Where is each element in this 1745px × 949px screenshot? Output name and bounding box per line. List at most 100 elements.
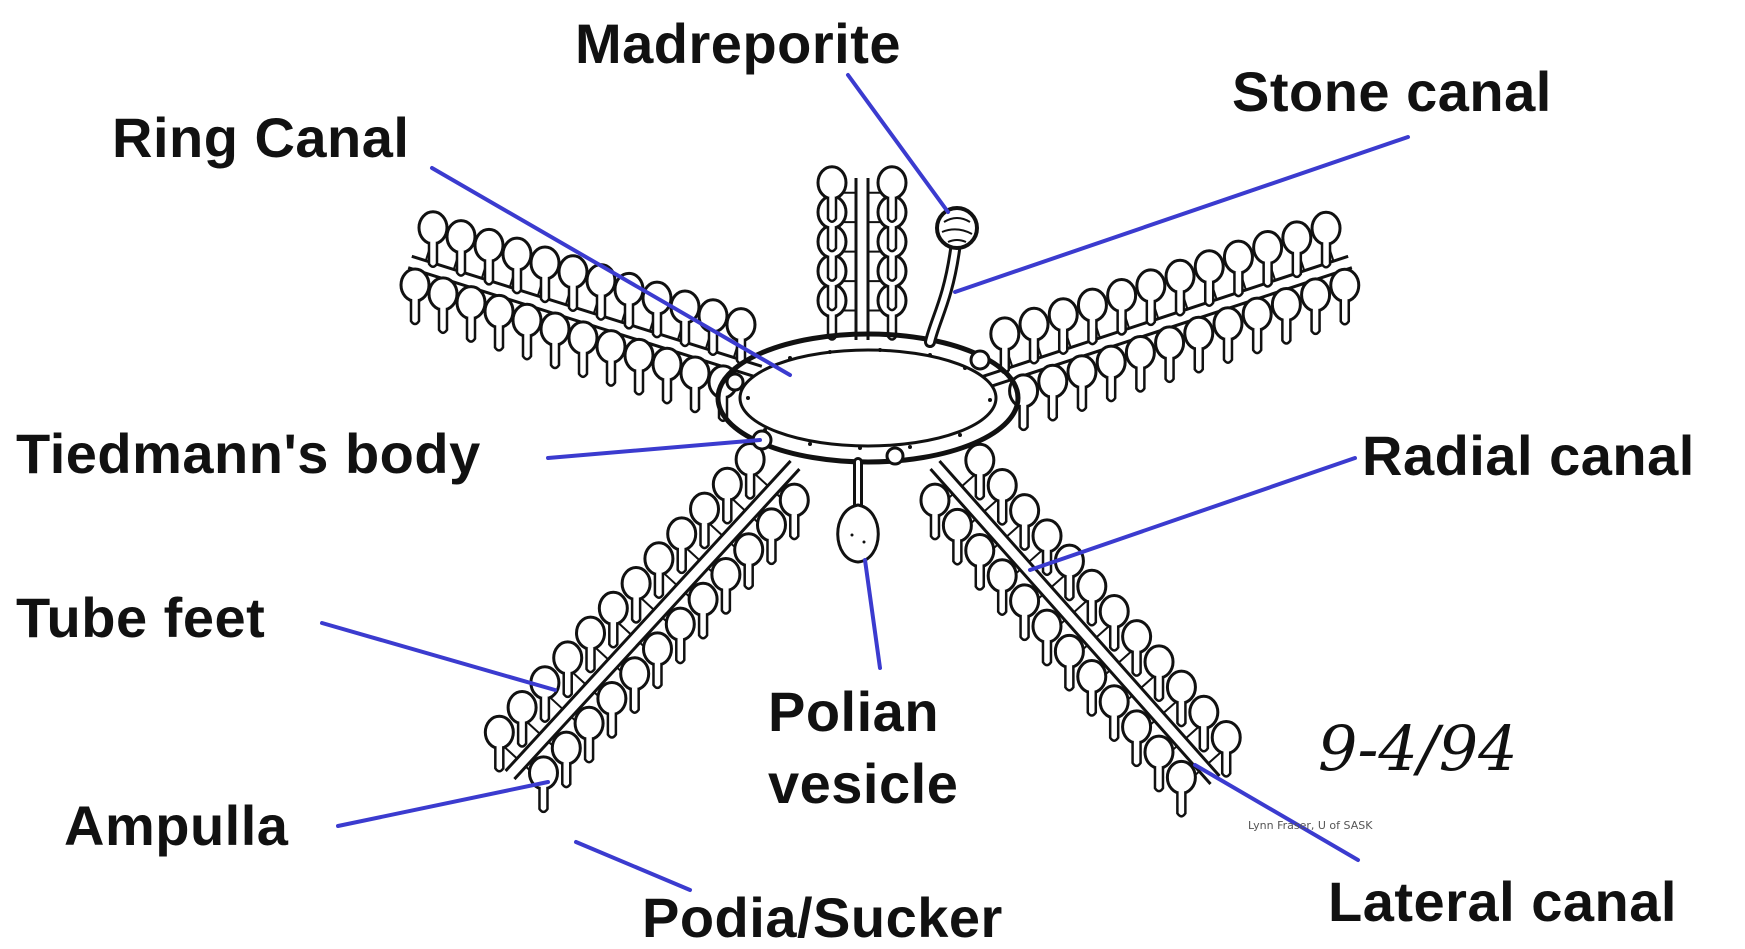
ampulla <box>625 339 653 371</box>
podium <box>1224 338 1232 363</box>
ampulla <box>1302 279 1330 311</box>
arm-upper-right <box>983 212 1359 430</box>
podium <box>676 638 684 663</box>
ampulla <box>622 567 650 599</box>
podium <box>635 369 643 394</box>
label-ring-canal: Ring Canal <box>112 110 409 166</box>
podium <box>828 285 836 310</box>
ampulla <box>966 444 994 476</box>
ampulla <box>1137 270 1165 302</box>
ampulla <box>1011 585 1039 617</box>
podium <box>1088 691 1096 716</box>
podium <box>699 613 707 638</box>
ampulla <box>713 468 741 500</box>
arm-lower-right <box>921 444 1240 816</box>
ampulla <box>577 617 605 649</box>
ampulla <box>1272 288 1300 320</box>
podium <box>1133 741 1141 766</box>
podium <box>631 688 639 713</box>
podium <box>790 514 798 539</box>
ampulla <box>988 469 1016 501</box>
ampulla <box>1055 635 1083 667</box>
ampulla <box>1212 721 1240 753</box>
ampulla <box>419 212 447 244</box>
podium <box>1200 726 1208 751</box>
podium <box>828 197 836 222</box>
podium <box>587 647 595 672</box>
ampulla <box>1167 761 1195 793</box>
ampulla <box>921 484 949 516</box>
podium <box>1043 640 1051 665</box>
ampulla <box>1100 595 1128 627</box>
ampulla <box>643 633 671 665</box>
podium <box>541 697 549 722</box>
podium <box>539 787 547 812</box>
podium <box>746 473 754 498</box>
podium <box>1205 281 1213 306</box>
podium <box>1155 766 1163 791</box>
podium <box>828 256 836 281</box>
label-polian-vesicle-line1: Polian <box>768 684 939 740</box>
ampulla <box>569 322 597 354</box>
polian-vesicle-shape <box>838 462 879 562</box>
ampulla <box>966 535 994 567</box>
podium <box>1078 386 1086 411</box>
podium <box>998 499 1006 524</box>
podium <box>467 317 475 342</box>
ampulla <box>599 592 627 624</box>
podium <box>1059 329 1067 354</box>
podium <box>976 565 984 590</box>
podium <box>569 286 577 311</box>
podium <box>1133 651 1141 676</box>
ampulla <box>503 238 531 270</box>
ampulla <box>1283 222 1311 254</box>
ampulla <box>541 313 569 345</box>
podium <box>1107 376 1115 401</box>
podium <box>931 514 939 539</box>
podium <box>632 597 640 622</box>
podium <box>1177 701 1185 726</box>
podium <box>1177 791 1185 816</box>
ampulla <box>727 309 755 341</box>
podium <box>681 321 689 346</box>
podium <box>678 548 686 573</box>
ampulla <box>878 167 906 199</box>
podium <box>608 713 616 738</box>
podium <box>998 590 1006 615</box>
ampulla <box>1254 232 1282 264</box>
podium <box>888 285 896 310</box>
artist-credit: Lynn Fraser, U of SASK <box>1248 820 1372 831</box>
ampulla <box>1033 610 1061 642</box>
ampulla <box>1145 646 1173 678</box>
podium <box>1155 676 1163 701</box>
arm-upper-left <box>401 212 762 421</box>
ampulla <box>1156 327 1184 359</box>
podium <box>1264 262 1272 287</box>
radial-canal <box>506 461 791 771</box>
ampulla <box>1312 212 1340 244</box>
ampulla <box>554 642 582 674</box>
podium <box>691 387 699 412</box>
podium <box>625 303 633 328</box>
radial-canal <box>931 469 1211 784</box>
podium <box>541 277 549 302</box>
ampulla <box>1033 520 1061 552</box>
podium <box>722 589 730 614</box>
ampulla <box>401 269 429 301</box>
podium <box>1118 310 1126 335</box>
ampulla <box>1214 308 1242 340</box>
label-stone-canal: Stone canal <box>1232 64 1552 120</box>
ampulla <box>1123 621 1151 653</box>
leader-tiedmanns-body <box>548 440 760 458</box>
podium <box>1136 366 1144 391</box>
podium <box>1222 751 1230 776</box>
ampulla <box>1068 356 1096 388</box>
ampulla <box>1097 346 1125 378</box>
podium <box>411 299 419 324</box>
podium <box>1195 347 1203 372</box>
podium <box>663 378 671 403</box>
ampulla <box>598 683 626 715</box>
ampulla <box>1224 241 1252 273</box>
artist-signature-date: 9-4/94 <box>1318 718 1518 780</box>
podium <box>655 573 663 598</box>
